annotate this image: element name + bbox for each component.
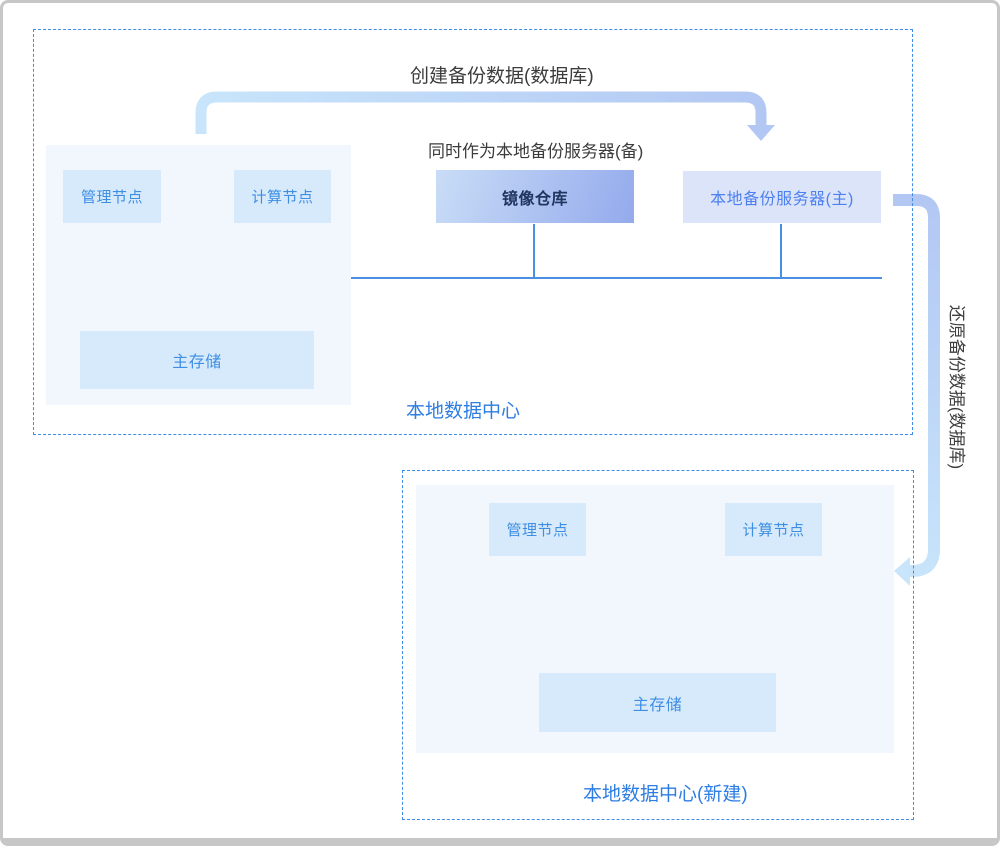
restore-backup-label: 还原备份数据(数据库) [947, 304, 966, 470]
local-compute-node: 计算节点 [234, 170, 331, 223]
local-backup-server-node: 本地备份服务器(主) [683, 171, 881, 223]
local-primary-storage-node: 主存储 [80, 331, 314, 389]
new-primary-storage-node: 主存储 [539, 673, 776, 732]
mirror-repository-node: 镜像仓库 [436, 170, 634, 223]
new-compute-node: 计算节点 [725, 503, 822, 556]
local-mgmt-node: 管理节点 [63, 170, 161, 223]
restore-backup-arrow [893, 194, 940, 586]
local-dc-label: 本地数据中心 [406, 401, 521, 422]
new-dc-label: 本地数据中心(新建) [583, 784, 748, 805]
new-dc-boundary: 管理节点 计算节点 主存储 本地数据中心(新建) [402, 470, 914, 820]
mirror-standby-note: 同时作为本地备份服务器(备) [428, 142, 644, 161]
create-backup-arrow [195, 91, 775, 141]
local-dc-boundary: 创建备份数据(数据库) 同时作为本地备份服务器(备) 管理节点 计算节点 镜像仓… [33, 29, 913, 435]
new-mgmt-node: 管理节点 [489, 503, 586, 556]
create-backup-label: 创建备份数据(数据库) [410, 66, 594, 87]
